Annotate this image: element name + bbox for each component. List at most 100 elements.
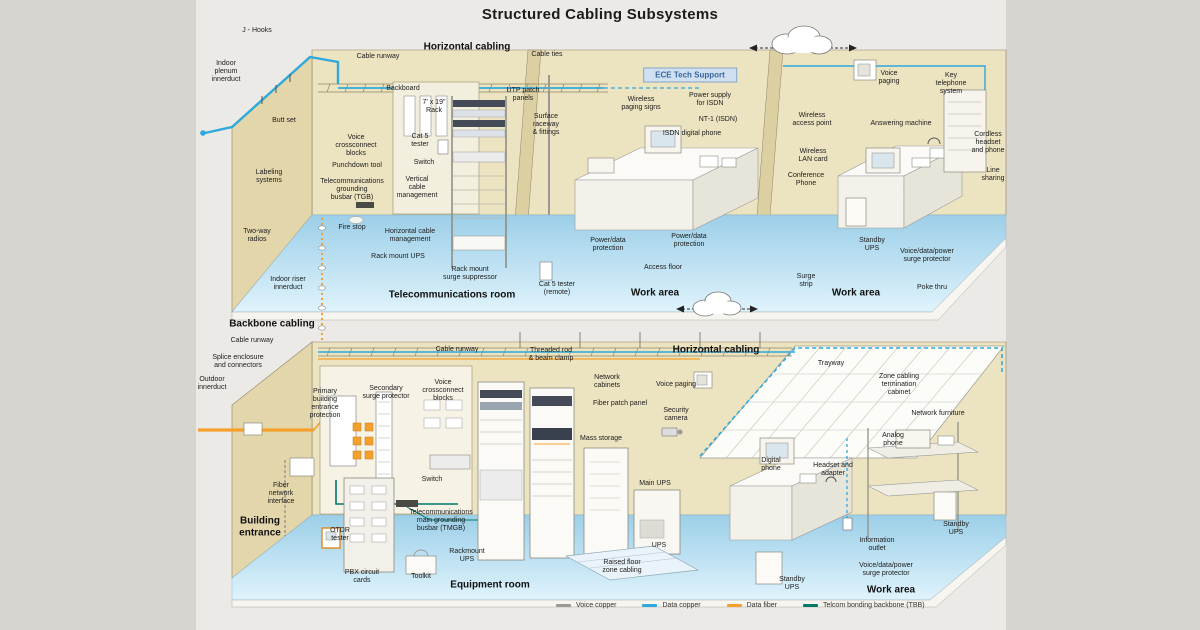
tmgb-busbar xyxy=(396,500,418,507)
diagram-label: Access floor xyxy=(643,263,683,271)
section-label: Horizontal cabling xyxy=(423,41,511,53)
section-label: Work area xyxy=(831,287,881,299)
bottom-floor xyxy=(198,332,1007,608)
diagram-label: Rack mount surge suppressor xyxy=(442,265,498,281)
wan-link xyxy=(676,291,758,317)
diagram-label: Security camera xyxy=(663,406,689,422)
diagram-label: Butt set xyxy=(272,116,296,124)
diagram-label: Backboard xyxy=(386,84,420,92)
diagram-label: Switch xyxy=(413,158,435,166)
diagram-label: Voice paging xyxy=(878,69,900,85)
diagram-label: Key telephone system xyxy=(935,71,967,96)
diagram-label: ISDN digital phone xyxy=(662,129,722,137)
page-title: Structured Cabling Subsystems xyxy=(481,6,719,23)
diagram-label: Answering machine xyxy=(870,119,932,127)
diagram-label: Voice paging xyxy=(655,380,697,388)
diagram-label: Surface raceway & fittings xyxy=(532,112,560,137)
top-floor-edge xyxy=(231,237,1007,321)
section-label: Work area xyxy=(866,584,916,596)
diagram-label: Standby UPS xyxy=(943,520,969,536)
bottom-floor-edge xyxy=(231,536,1007,608)
network-furniture xyxy=(866,422,980,538)
diagram-label: Horizontal cable management xyxy=(384,227,436,243)
diagram-label: Voice/data/power surge protector xyxy=(900,247,954,263)
diagram-label: Cable runway xyxy=(230,336,274,344)
riser-innerduct xyxy=(318,218,326,342)
main-ups-unit xyxy=(633,489,681,555)
work-area-desk xyxy=(574,125,759,231)
legend-swatch xyxy=(802,604,818,607)
fiber-network-interface xyxy=(289,457,315,477)
diagram-label: Mass storage xyxy=(579,434,623,442)
diagram-label: Fiber network interface xyxy=(267,481,295,506)
diagram-label: Wireless LAN card xyxy=(798,147,828,163)
legend-swatch xyxy=(642,604,658,607)
legend-item: Data copper xyxy=(642,602,701,609)
legend-label: Telcom bonding backbone (TBB) xyxy=(822,602,925,609)
diagram-label: Indoor riser innerduct xyxy=(270,275,306,291)
diagram-label: Secondary surge protector xyxy=(362,384,410,400)
j-hooks xyxy=(261,74,291,104)
work-area-desk xyxy=(729,437,853,541)
diagram-label: Analog phone xyxy=(882,431,904,447)
legend-label: Voice copper xyxy=(576,602,617,609)
diagram-label: Indoor plenum innerduct xyxy=(211,59,241,84)
legend: Voice copper Data copper Data fiber Telcom … xyxy=(556,602,925,609)
diagram-label: Line sharing xyxy=(981,166,1005,182)
diagram-label: Outdoor innerduct xyxy=(197,375,227,391)
section-label: Building entrance xyxy=(239,515,281,539)
diagram-label: Threaded rod & beam clamp xyxy=(528,346,574,362)
security-camera xyxy=(661,427,683,437)
diagram-label: Network furniture xyxy=(911,409,965,417)
diagram-label: Toolkit xyxy=(411,572,431,580)
legend-label: Data fiber xyxy=(746,602,777,609)
diagram-label: Primary building entrance protection xyxy=(309,387,341,420)
section-label: Work area xyxy=(630,287,680,299)
diagram-label: Voice crossconnect blocks xyxy=(422,378,464,403)
legend-item: Data fiber xyxy=(726,602,777,609)
diagram-label: Information outlet xyxy=(859,536,895,552)
diagram-label: Rack mount UPS xyxy=(371,252,425,260)
diagram-label: OTDR tester xyxy=(330,526,350,542)
pbx-cabinet xyxy=(343,477,395,573)
diagram-label: Power/data protection xyxy=(590,236,626,252)
diagram-label: Power supply for ISDN xyxy=(688,91,732,107)
tech-support-sign: ECE Tech Support xyxy=(643,67,737,83)
section-label: Telecommunications room xyxy=(388,289,516,301)
diagram-label: NT-1 (ISDN) xyxy=(698,115,738,123)
voice-paging-speaker xyxy=(853,59,877,81)
diagram-label: Switch xyxy=(421,475,443,483)
diagram-label: Rackmount UPS xyxy=(449,547,485,563)
section-label: Horizontal cabling xyxy=(672,344,760,356)
diagram-label: Voice crossconnect blocks xyxy=(335,133,377,158)
diagram-label: Network cabinets xyxy=(593,373,621,389)
legend-item: Telcom bonding backbone (TBB) xyxy=(802,602,925,609)
diagram-label: 7' x 19" Rack xyxy=(422,98,446,114)
splice-enclosure xyxy=(243,422,263,436)
diagram-label: Telecommunications main grounding busbar… xyxy=(409,508,473,533)
key-telephone-system xyxy=(943,89,987,173)
diagram-label: Wireless paging signs xyxy=(621,95,661,111)
diagram-label: Cat 5 tester xyxy=(411,132,429,148)
cloud-icon xyxy=(692,291,742,317)
diagram-label: Standby UPS xyxy=(859,236,885,252)
diagram-label: Wireless access point xyxy=(792,111,832,127)
equipment-rack xyxy=(451,96,507,268)
diagram-label: Labeling systems xyxy=(255,168,283,184)
standby-ups xyxy=(755,551,783,585)
cat5-tester-remote xyxy=(539,261,553,281)
legend-item: Voice copper xyxy=(556,602,616,609)
diagram-label: Cable runway xyxy=(435,345,479,353)
threaded-rods xyxy=(519,332,761,348)
diagram-label: Two-way radios xyxy=(243,227,271,243)
diagram-label: Punchdown tool xyxy=(332,161,382,169)
diagram-label: PBX circuit cards xyxy=(344,568,380,584)
equipment-rack xyxy=(529,387,575,559)
diagram-label: Cable runway xyxy=(356,52,400,60)
diagram-label: Raised floor zone cabling xyxy=(602,558,642,574)
diagram-label: Conference Phone xyxy=(787,171,825,187)
fire-stop xyxy=(348,216,364,224)
